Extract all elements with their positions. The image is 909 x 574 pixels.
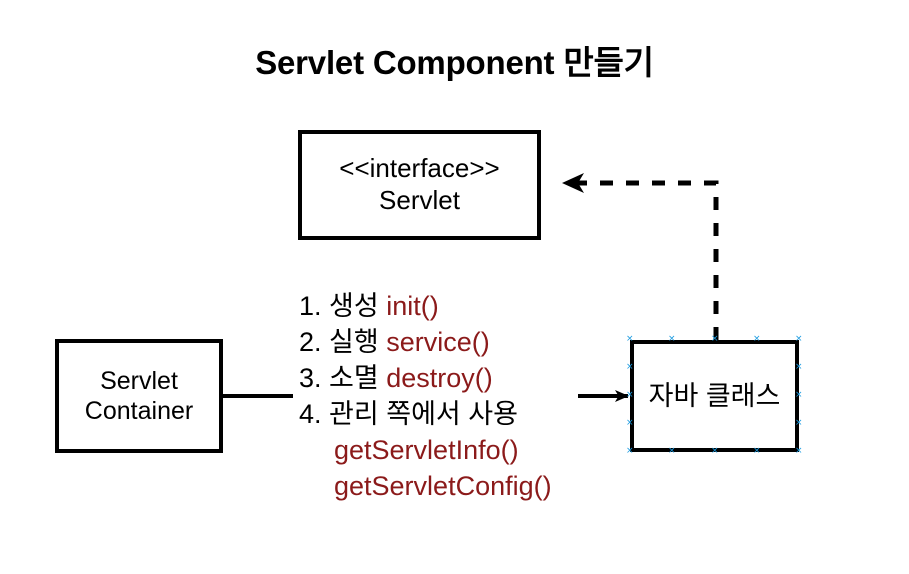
resize-handle-top-left[interactable]: × bbox=[626, 334, 634, 344]
step-api: service() bbox=[386, 327, 490, 357]
list-item: 1. 생성 init() bbox=[299, 288, 599, 324]
resize-handle-bottom-center[interactable]: × bbox=[711, 446, 719, 456]
servlet-container-label-line2: Container bbox=[84, 397, 194, 425]
servlet-container-node[interactable]: Servlet Container bbox=[55, 339, 223, 453]
interface-name: Servlet bbox=[379, 185, 460, 215]
resize-handle-right-lower[interactable]: × bbox=[795, 418, 803, 428]
resize-handle-right-middle[interactable]: × bbox=[795, 390, 803, 400]
step-number: 3. bbox=[299, 363, 322, 393]
resize-handle-top-center[interactable]: × bbox=[711, 334, 719, 344]
interface-stereotype: <<interface>> bbox=[339, 153, 500, 184]
resize-handle-left-lower[interactable]: × bbox=[626, 418, 634, 428]
list-item: 4. 관리 쪽에서 사용 bbox=[299, 396, 599, 432]
resize-handle-bottom-right[interactable]: × bbox=[795, 446, 803, 456]
step-label: 실행 bbox=[329, 327, 379, 357]
resize-handle-bottom-quarter-2[interactable]: × bbox=[753, 446, 761, 456]
resize-handle-bottom-quarter-1[interactable]: × bbox=[668, 446, 676, 456]
servlet-container-label-line1: Servlet bbox=[100, 366, 178, 395]
resize-handle-bottom-left[interactable]: × bbox=[626, 446, 634, 456]
step-number: 1. bbox=[299, 291, 322, 321]
resize-handle-top-quarter-1[interactable]: × bbox=[668, 334, 676, 344]
resize-handle-top-right[interactable]: × bbox=[795, 334, 803, 344]
step-label: 관리 쪽에서 사용 bbox=[329, 399, 518, 429]
java-class-node[interactable]: 자바 클래스 bbox=[630, 340, 799, 452]
step-number: 2. bbox=[299, 327, 322, 357]
resize-handle-left-upper[interactable]: × bbox=[626, 362, 634, 372]
step-api-extra: getServletInfo() bbox=[334, 435, 519, 465]
resize-handle-left-middle[interactable]: × bbox=[626, 390, 634, 400]
step-api: destroy() bbox=[386, 363, 493, 393]
step-api: init() bbox=[386, 291, 439, 321]
list-item: 2. 실행 service() bbox=[299, 324, 599, 360]
step-label: 소멸 bbox=[329, 363, 379, 393]
step-api-extra: getServletConfig() bbox=[334, 471, 552, 501]
list-item: 3. 소멸 destroy() bbox=[299, 360, 599, 396]
java-class-label: 자바 클래스 bbox=[648, 380, 781, 411]
step-number: 4. bbox=[299, 399, 322, 429]
lifecycle-steps-list: 1. 생성 init() 2. 실행 service() 3. 소멸 destr… bbox=[299, 288, 599, 504]
interface-node[interactable]: <<interface>> Servlet bbox=[298, 130, 541, 240]
step-label: 생성 bbox=[329, 291, 379, 321]
page-title: Servlet Component 만들기 bbox=[255, 44, 654, 81]
resize-handle-top-quarter-2[interactable]: × bbox=[753, 334, 761, 344]
resize-handle-right-upper[interactable]: × bbox=[795, 362, 803, 372]
